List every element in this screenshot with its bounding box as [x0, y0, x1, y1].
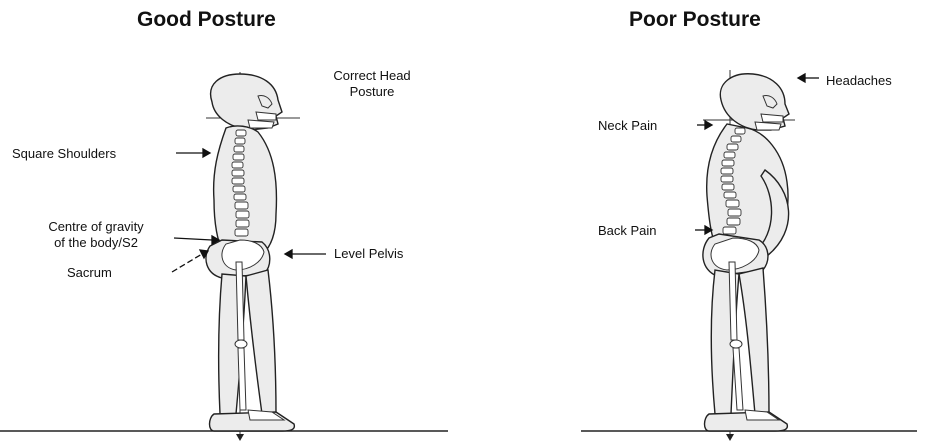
neck-pain-label: Neck Pain [598, 118, 657, 134]
correct-head-line2: Posture [329, 84, 415, 100]
good-posture-panel: Good Posture [0, 0, 465, 442]
centre-gravity-line1: Centre of gravity [12, 219, 180, 235]
square-shoulders-label: Square Shoulders [12, 146, 116, 162]
plumb-arrow [726, 434, 734, 441]
level-pelvis-label: Level Pelvis [334, 246, 403, 262]
back-pain-label: Back Pain [598, 223, 657, 239]
correct-head-line1: Correct Head [329, 68, 415, 84]
plumb-arrow [236, 434, 244, 441]
centre-gravity-line2: of the body/S2 [12, 235, 180, 251]
sacrum-label: Sacrum [67, 265, 112, 281]
poor-posture-panel: Poor Posture [465, 0, 930, 442]
poor-posture-figure [465, 0, 930, 442]
correct-head-posture-label: Correct Head Posture [329, 68, 415, 100]
headaches-label: Headaches [826, 73, 892, 89]
centre-of-gravity-label: Centre of gravity of the body/S2 [12, 219, 180, 251]
